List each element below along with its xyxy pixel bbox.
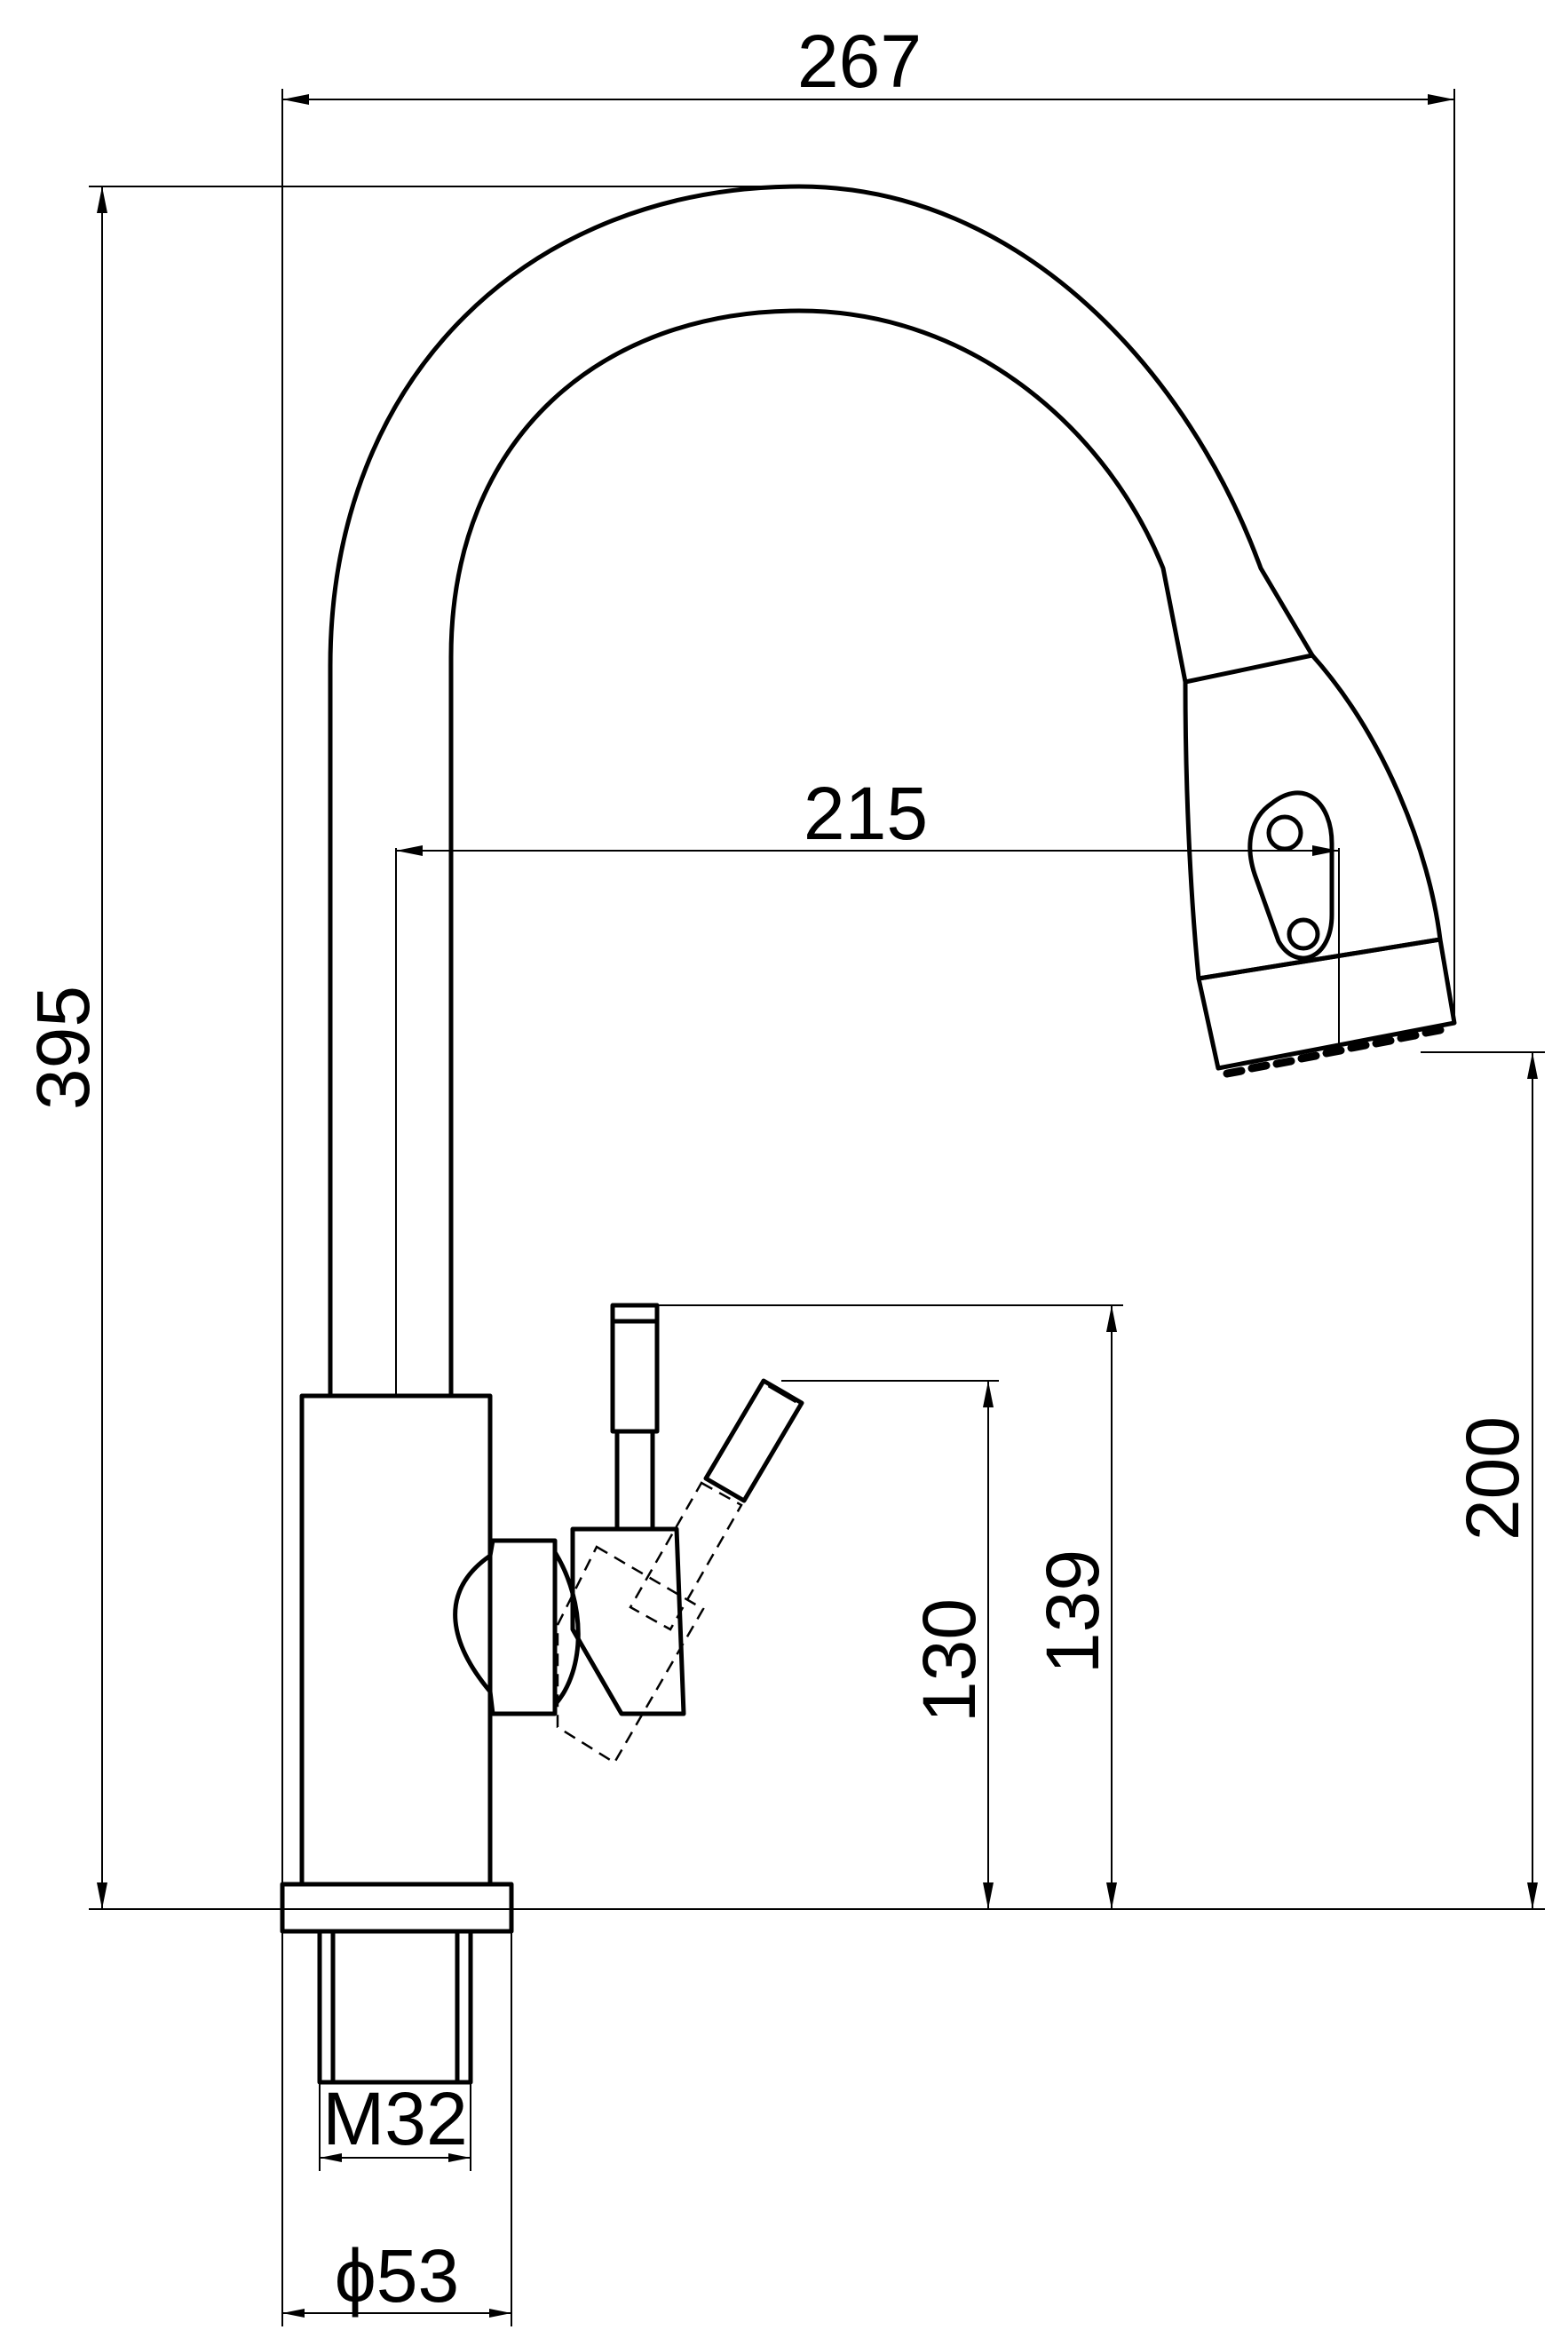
mounting-shank <box>317 1929 473 2085</box>
dimension-lines <box>89 89 1545 2326</box>
spray-nozzles <box>1223 1026 1445 1078</box>
spray-button-upper-hole <box>1266 814 1303 852</box>
cartridge-collar <box>552 1549 581 1708</box>
spray-head <box>1183 653 1443 981</box>
lever-alt-block <box>556 1481 743 1764</box>
cartridge-housing <box>453 1538 558 1716</box>
lever-block <box>570 1526 686 1716</box>
base-flange <box>280 1882 514 1934</box>
dim-reach-label: 215 <box>804 772 928 855</box>
dim-thread-label: M32 <box>322 2077 467 2160</box>
faucet-outline <box>280 184 1457 2085</box>
lever-handle <box>610 1303 660 1532</box>
dim-base-diameter-label: ϕ53 <box>335 2234 459 2318</box>
dim-overall-width-label: 267 <box>797 20 922 103</box>
dim-spout-height-label: 200 <box>1451 1416 1534 1541</box>
spray-head-band <box>1196 937 1457 1071</box>
spray-toggle-button <box>1247 790 1334 961</box>
spray-button-lower-hole <box>1287 917 1320 951</box>
lever-alt-handle <box>703 1378 804 1503</box>
spout-inner-edge <box>448 308 1188 1399</box>
dimension-arrowheads <box>97 94 1538 2318</box>
lever-alt-position <box>556 1378 804 1764</box>
dim-lever-height-min-label: 130 <box>907 1598 991 1723</box>
faucet-body <box>299 1393 493 1887</box>
dim-lever-height-max-label: 139 <box>1031 1549 1114 1674</box>
dim-overall-height-label: 395 <box>21 986 105 1110</box>
